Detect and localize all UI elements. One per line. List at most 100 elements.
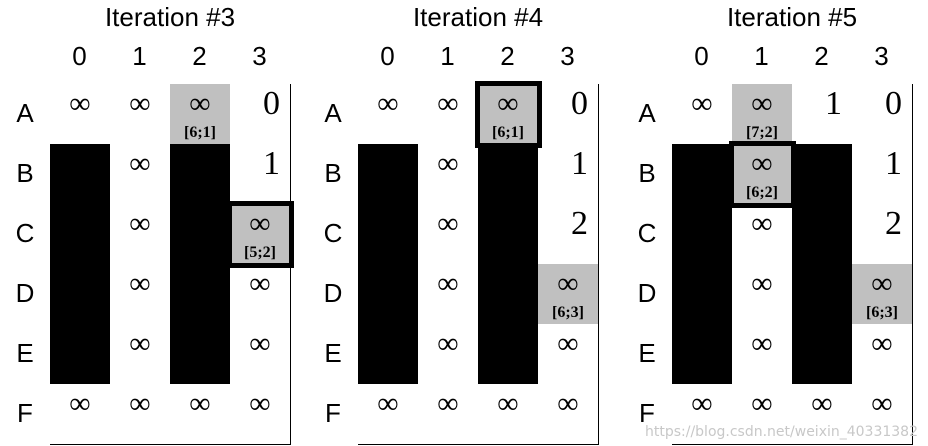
frontier-cell-a2: ∞[6;1]: [170, 84, 231, 145]
grid-cell-f0: ∞: [50, 384, 111, 445]
estimate-label: [5;2]: [244, 244, 276, 261]
grid-cell-b1: ∞: [418, 144, 479, 205]
row-header-f: F: [17, 398, 33, 428]
infinity-value: ∞: [811, 387, 833, 420]
obstacle-cell-c0: [358, 204, 419, 265]
grid-cell-a0: ∞: [50, 84, 111, 145]
distance-value: 1: [263, 145, 280, 182]
distance-value: 1: [885, 145, 902, 182]
grid-cell-f0: ∞: [358, 384, 419, 445]
column-header-0: 0: [694, 41, 709, 71]
infinity-value: ∞: [497, 87, 519, 120]
grid-cell-f2: ∞: [478, 384, 539, 445]
infinity-value: ∞: [497, 387, 519, 420]
obstacle-cell-b0: [50, 144, 111, 205]
grid-cell-a2: 1: [792, 84, 853, 145]
row-header-d: D: [323, 278, 343, 308]
grid-cell-c1: ∞: [418, 204, 479, 265]
frontier-cell-d3: ∞ [6;3]: [852, 264, 913, 325]
grid-cell-e3: ∞: [230, 324, 291, 385]
grid-cell-f0: ∞: [672, 384, 733, 445]
obstacle-cell-e0: [358, 324, 419, 385]
infinity-value: ∞: [871, 267, 893, 300]
row-header-b: B: [16, 158, 34, 188]
grid-cell-e1: ∞: [110, 324, 171, 385]
distance-value: 0: [263, 85, 280, 122]
grid-cell-c1: ∞: [110, 204, 171, 265]
panel-title: Iteration #3: [104, 2, 236, 32]
column-header-1: 1: [440, 41, 455, 71]
grid-cell-d1: ∞: [418, 264, 479, 325]
column-header-3: 3: [874, 41, 889, 71]
row-header-b: B: [638, 158, 656, 188]
infinity-value: ∞: [189, 387, 211, 420]
frontier-cell-d3: ∞[6;3]: [538, 264, 599, 325]
row-header-e: E: [638, 338, 656, 368]
infinity-value: ∞: [691, 87, 713, 120]
selected-cell-b1: ∞ [6;2]: [729, 141, 796, 208]
obstacle-cell-c2: [792, 204, 853, 265]
grid-cell-b1: ∞: [110, 144, 171, 205]
infinity-value: ∞: [871, 387, 893, 420]
infinity-value: ∞: [69, 87, 91, 120]
grid-cell-a1: ∞: [418, 84, 479, 145]
column-header-2: 2: [814, 41, 829, 71]
grid-cell-f3: ∞: [538, 384, 599, 445]
infinity-value: ∞: [129, 207, 151, 240]
grid-cell-f2: ∞: [170, 384, 231, 445]
grid-cell-f1: ∞: [110, 384, 171, 445]
grid-cell-f1: ∞: [418, 384, 479, 445]
infinity-value: ∞: [751, 147, 773, 180]
obstacle-cell-c2: [170, 204, 231, 265]
grid-cell-e1: ∞: [732, 324, 793, 385]
infinity-value: ∞: [751, 327, 773, 360]
column-header-0: 0: [72, 41, 87, 71]
distance-grid: ∞∞∞[6;1]0∞1∞∞[5;2]∞∞∞∞∞∞∞∞: [50, 84, 294, 445]
watermark-text: https://blog.csdn.net/weixin_40331382: [644, 424, 918, 440]
obstacle-cell-d2: [792, 264, 853, 325]
grid-cell-b3: 1: [538, 144, 599, 205]
column-header-2: 2: [500, 41, 515, 71]
obstacle-cell-d0: [358, 264, 419, 325]
column-header-0: 0: [380, 41, 395, 71]
infinity-value: ∞: [249, 207, 271, 240]
infinity-value: ∞: [249, 387, 271, 420]
grid-cell-d1: ∞: [732, 264, 793, 325]
infinity-value: ∞: [437, 327, 459, 360]
grid-cell-e1: ∞: [418, 324, 479, 385]
obstacle-cell-b0: [358, 144, 419, 205]
infinity-value: ∞: [437, 87, 459, 120]
estimate-label: [6;2]: [746, 184, 778, 201]
panel-title: Iteration #5: [726, 2, 858, 32]
column-header-2: 2: [192, 41, 207, 71]
row-header-e: E: [324, 338, 342, 368]
obstacle-cell-e2: [170, 324, 231, 385]
infinity-value: ∞: [129, 147, 151, 180]
distance-value: 0: [885, 85, 902, 122]
obstacle-cell-e2: [792, 324, 853, 385]
column-header-3: 3: [560, 41, 575, 71]
row-header-f: F: [325, 398, 341, 428]
row-header-c: C: [15, 218, 35, 248]
obstacle-cell-b2: [478, 144, 539, 205]
grid-cell-a0: ∞: [672, 84, 733, 145]
infinity-value: ∞: [377, 87, 399, 120]
infinity-value: ∞: [129, 387, 151, 420]
grid-cell-d1: ∞: [110, 264, 171, 325]
frontier-cell-a1: ∞[7;2]: [732, 84, 793, 145]
infinity-value: ∞: [751, 207, 773, 240]
estimate-label: [6;3]: [866, 304, 898, 321]
row-header-e: E: [16, 338, 34, 368]
grid-cell-b3: 1: [852, 144, 913, 205]
grid-cell-a3: 0: [852, 84, 913, 145]
grid-cell-a3: 0: [538, 84, 599, 145]
grid-cell-e3: ∞: [852, 324, 913, 385]
distance-grid: ∞∞∞[6;1]0∞1∞2∞∞[6;3]∞∞∞∞∞∞: [358, 81, 599, 445]
distance-value: 2: [571, 205, 588, 242]
row-header-f: F: [639, 398, 655, 428]
infinity-value: ∞: [557, 387, 579, 420]
infinity-value: ∞: [557, 327, 579, 360]
selected-cell-c3: ∞ [5;2]: [227, 201, 294, 268]
infinity-value: ∞: [69, 387, 91, 420]
infinity-value: ∞: [751, 387, 773, 420]
